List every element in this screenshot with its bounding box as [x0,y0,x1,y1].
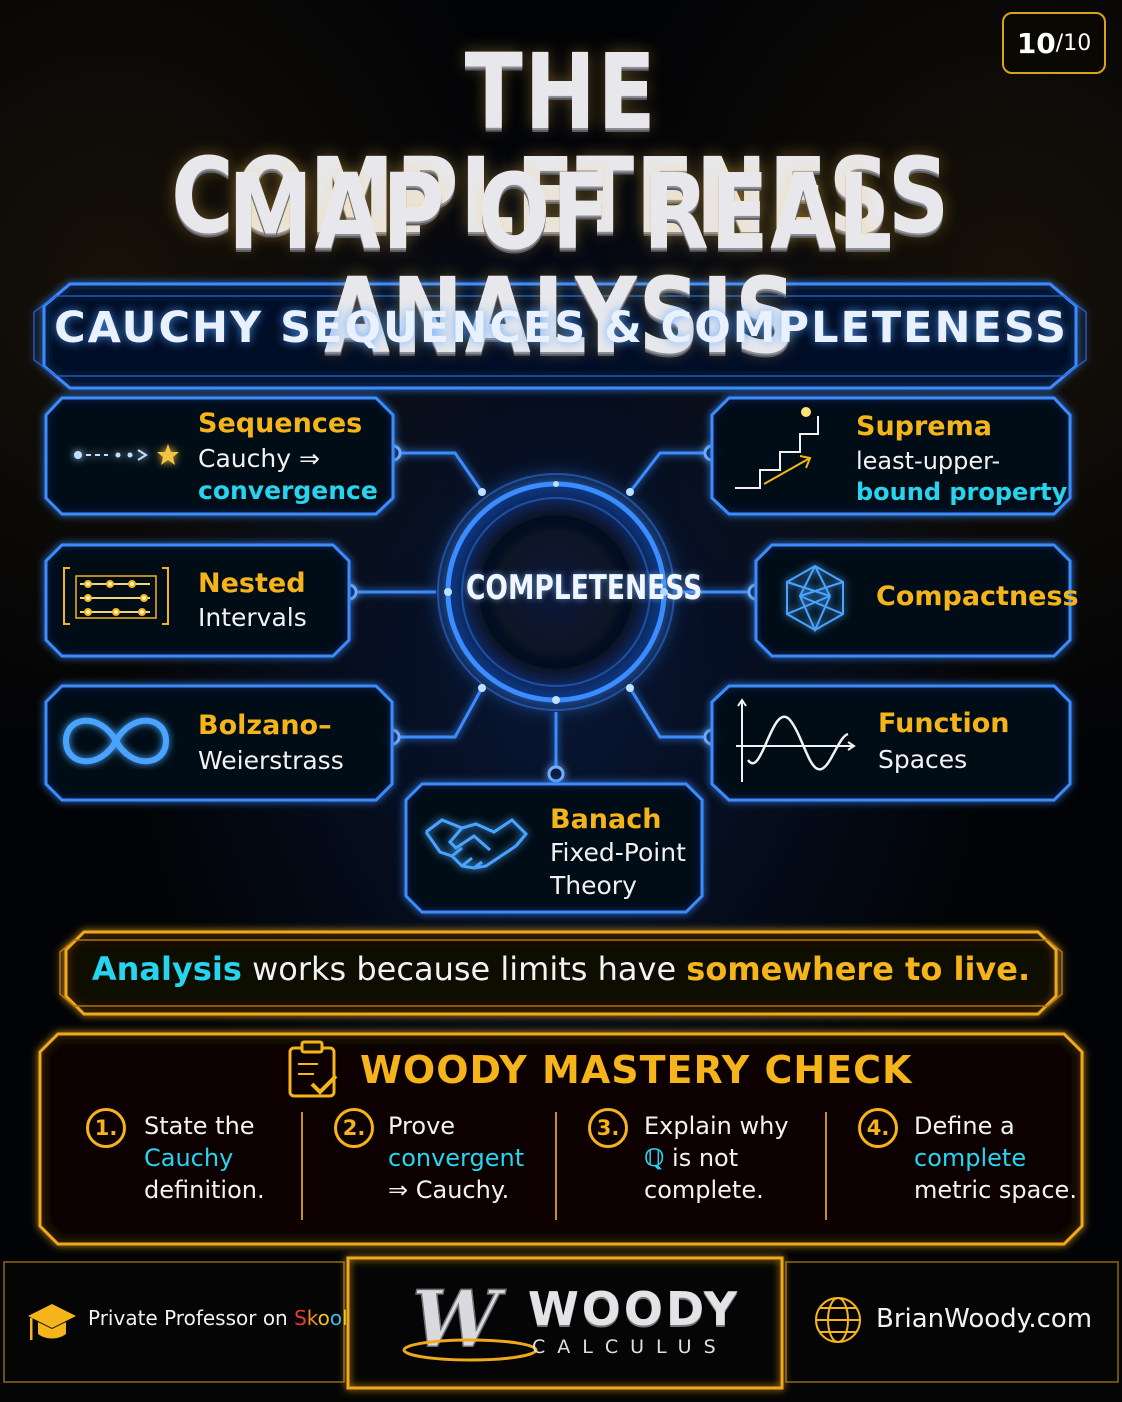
node-function-title: Function [878,708,1010,739]
mastery-item-3-text: Explain why ℚ is not complete. [644,1110,789,1206]
mastery-item-4-line-b: complete [914,1144,1027,1172]
node-sequences-line1: Cauchy ⇒ [198,444,320,473]
mastery-item-3-line-b: is not [664,1144,739,1172]
page-current: 10 [1016,26,1056,60]
skool-letter-l: l [342,1306,348,1330]
mastery-item-1-text: State the Cauchy definition. [144,1110,265,1206]
center-completeness-label: COMPLETENESS [465,568,703,608]
woody-logo-icon: W [402,1273,538,1366]
mastery-item-3-number: 3. [588,1108,628,1148]
node-compactness-title: Compactness [876,581,1079,612]
logo-letter: W [412,1274,507,1365]
mastery-item-2-number: 2. [334,1108,374,1148]
quote-frame [59,930,1063,1016]
quote-part-2: works because limits have [241,950,687,988]
graduation-cap-icon [28,1304,76,1340]
polyhedron-icon [786,564,844,633]
sequence-arrow-icon [74,444,179,465]
quote-part-1: Analysis [91,950,242,988]
mastery-item-1-line-a: State the [144,1112,255,1140]
mastery-item-2-line-b: convergent [388,1144,525,1172]
skool-link-label: Private Professor on [88,1306,295,1330]
nested-intervals-icon [63,567,169,625]
quote-part-3: somewhere to live. [686,950,1031,988]
mastery-check-title: WOODY MASTERY CHECK [360,1048,913,1092]
skool-letter-k: k [306,1306,318,1330]
connector-lines [349,451,756,772]
mastery-item-2-line-a: Prove [388,1112,456,1140]
handshake-icon [424,818,529,870]
key-takeaway-quote: Analysis works because limits have somew… [0,950,1122,988]
node-function-line1: Spaces [878,745,968,774]
mastery-item-4-text: Define a complete metric space. [914,1110,1077,1206]
skool-letter-o2: o [329,1306,343,1330]
clipboard-check-icon [288,1040,338,1098]
mastery-item-3-line-c: complete. [644,1176,764,1204]
skool-link[interactable]: Private Professor on Skool [88,1306,348,1330]
mastery-item-3-line-a: Explain why [644,1112,789,1140]
page-total: /10 [1055,30,1092,56]
brand-tagline: CALCULUS [532,1336,728,1358]
infinity-icon [62,717,170,765]
skool-letter-o1: o [317,1306,330,1330]
node-banach-title: Banach [550,804,662,835]
mastery-item-1-line-b: Cauchy [144,1144,234,1172]
website-link[interactable]: BrianWoody.com [876,1304,1093,1334]
title-line-1: THE COMPLETENESS [171,31,951,257]
mastery-item-4-number: 4. [858,1108,898,1148]
wave-graph-icon [736,698,856,782]
globe-icon [815,1297,861,1343]
skool-wordmark: Skool [294,1306,348,1330]
page-counter: 10/10 [1002,12,1106,74]
title-line-2: MAP OF REAL ANALYSIS [228,151,894,377]
node-bolzano-title: Bolzano– [198,710,332,741]
skool-letter-s: S [294,1306,307,1330]
mastery-item-2-line-c: ⇒ Cauchy. [388,1176,510,1204]
node-banach-line2: Theory [550,871,637,900]
node-suprema-title: Suprema [856,411,992,442]
node-banach-line1: Fixed-Point [550,838,686,867]
mastery-item-4-line-a: Define a [914,1112,1015,1140]
mastery-item-2-text: Prove convergent ⇒ Cauchy. [388,1110,524,1206]
node-suprema-line1: least-upper- [856,447,1001,475]
node-nested-title: Nested [198,568,306,599]
mastery-item-1-line-c: definition. [144,1176,265,1204]
mastery-item-1-number: 1. [86,1108,126,1148]
node-boxes [44,396,1072,914]
mastery-item-4-line-c: metric space. [914,1176,1077,1204]
node-sequences-title: Sequences [198,408,363,439]
brand-name: WOODY [528,1282,741,1336]
mastery-frame [38,1032,1084,1246]
section-subtitle: CAUCHY SEQUENCES & COMPLETENESS [54,303,1068,353]
subtitle-frame [33,282,1087,390]
staircase-icon [735,407,819,489]
footer-frame [0,1256,1122,1402]
mastery-item-3-rationals-symbol: ℚ [644,1144,665,1172]
node-sequences-line2: convergence [198,476,378,505]
node-bolzano-line1: Weierstrass [198,746,344,775]
node-suprema-line2: bound property [856,478,1068,506]
node-nested-line1: Intervals [198,603,307,632]
